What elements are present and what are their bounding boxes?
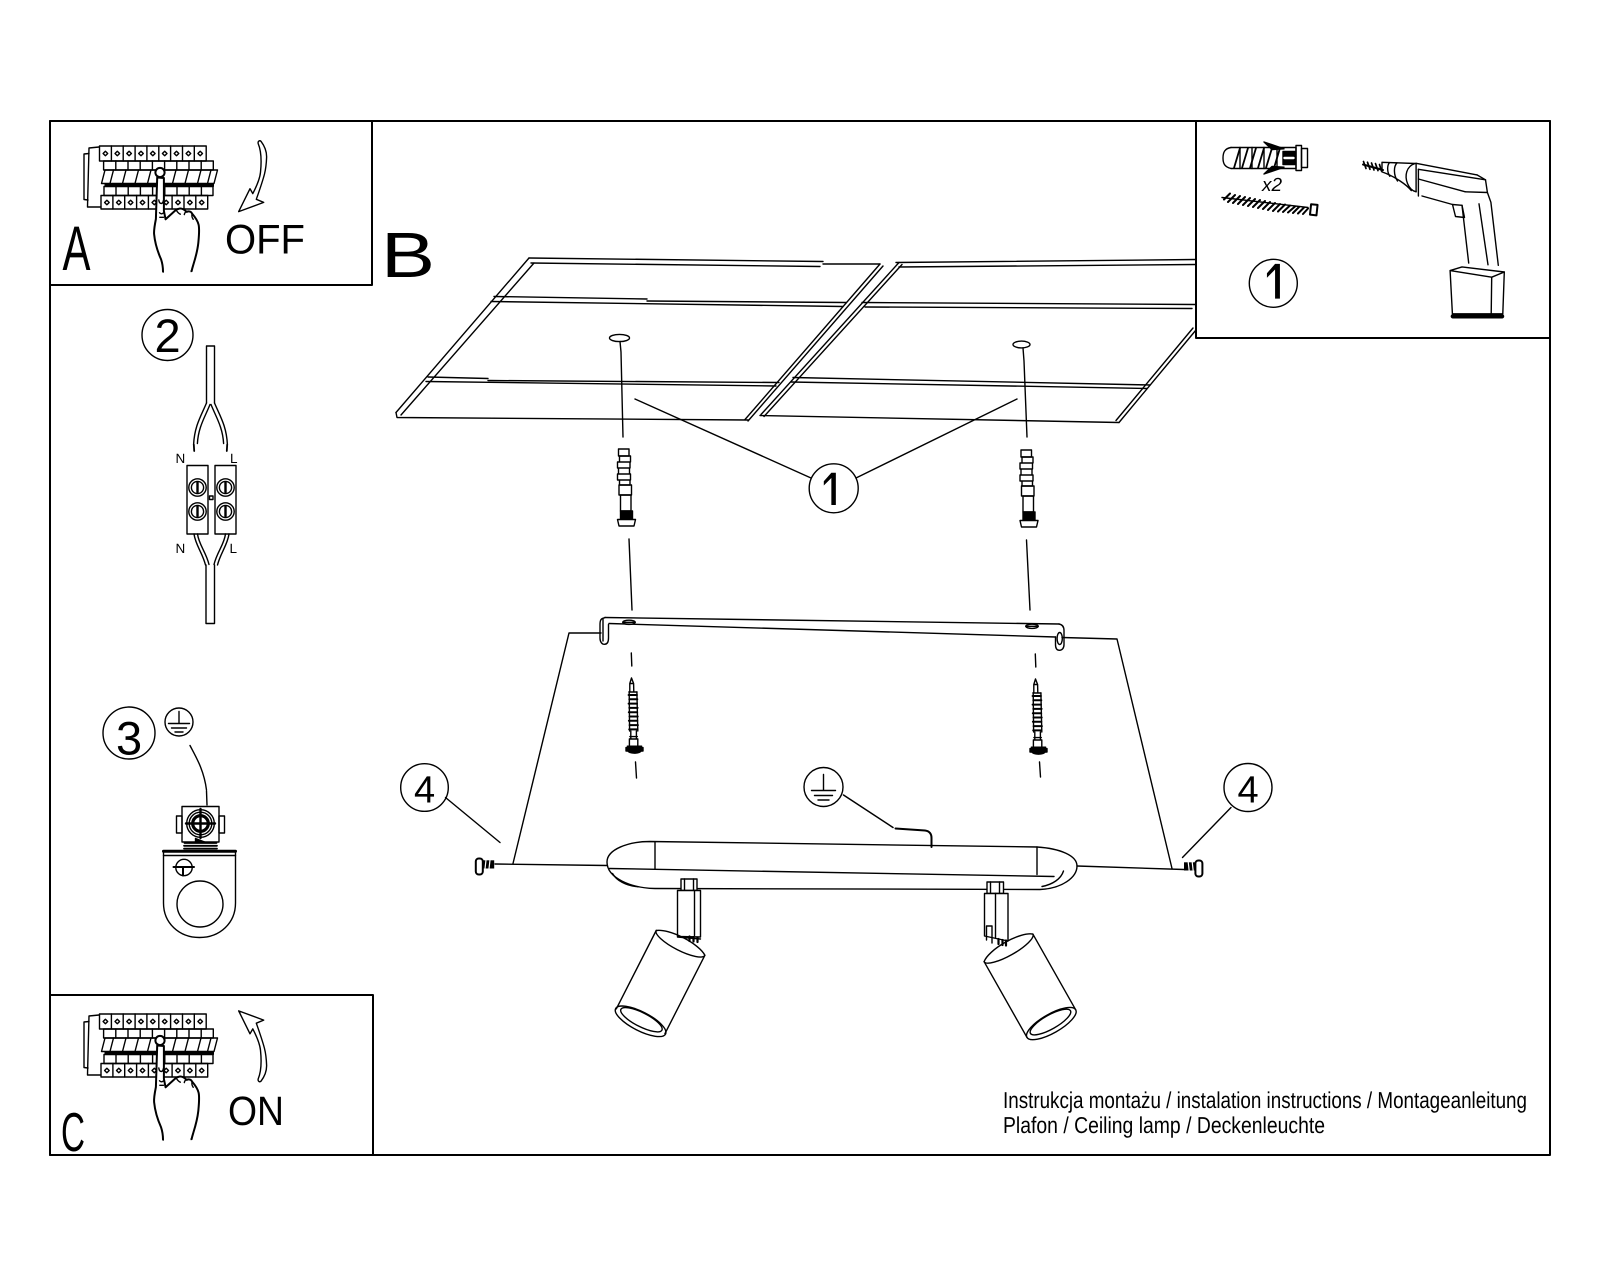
svg-text:3: 3 — [116, 712, 142, 765]
svg-text:OFF: OFF — [225, 216, 305, 263]
svg-text:B: B — [381, 219, 435, 291]
svg-text:L: L — [230, 451, 238, 466]
svg-text:x2: x2 — [1261, 175, 1283, 196]
svg-text:2: 2 — [155, 309, 181, 362]
svg-text:4: 4 — [1238, 770, 1259, 812]
svg-text:L: L — [230, 541, 238, 556]
svg-text:Instrukcja montażu / instalati: Instrukcja montażu / instalation instruc… — [1003, 1087, 1527, 1113]
svg-text:4: 4 — [414, 770, 435, 812]
svg-text:N: N — [176, 541, 186, 556]
svg-text:C: C — [61, 1101, 85, 1163]
svg-text:ON: ON — [228, 1088, 284, 1134]
svg-text:Plafon / Ceiling lamp / Decken: Plafon / Ceiling lamp / Deckenleuchte — [1003, 1112, 1325, 1138]
svg-text:A: A — [63, 214, 91, 284]
svg-text:N: N — [176, 451, 186, 466]
